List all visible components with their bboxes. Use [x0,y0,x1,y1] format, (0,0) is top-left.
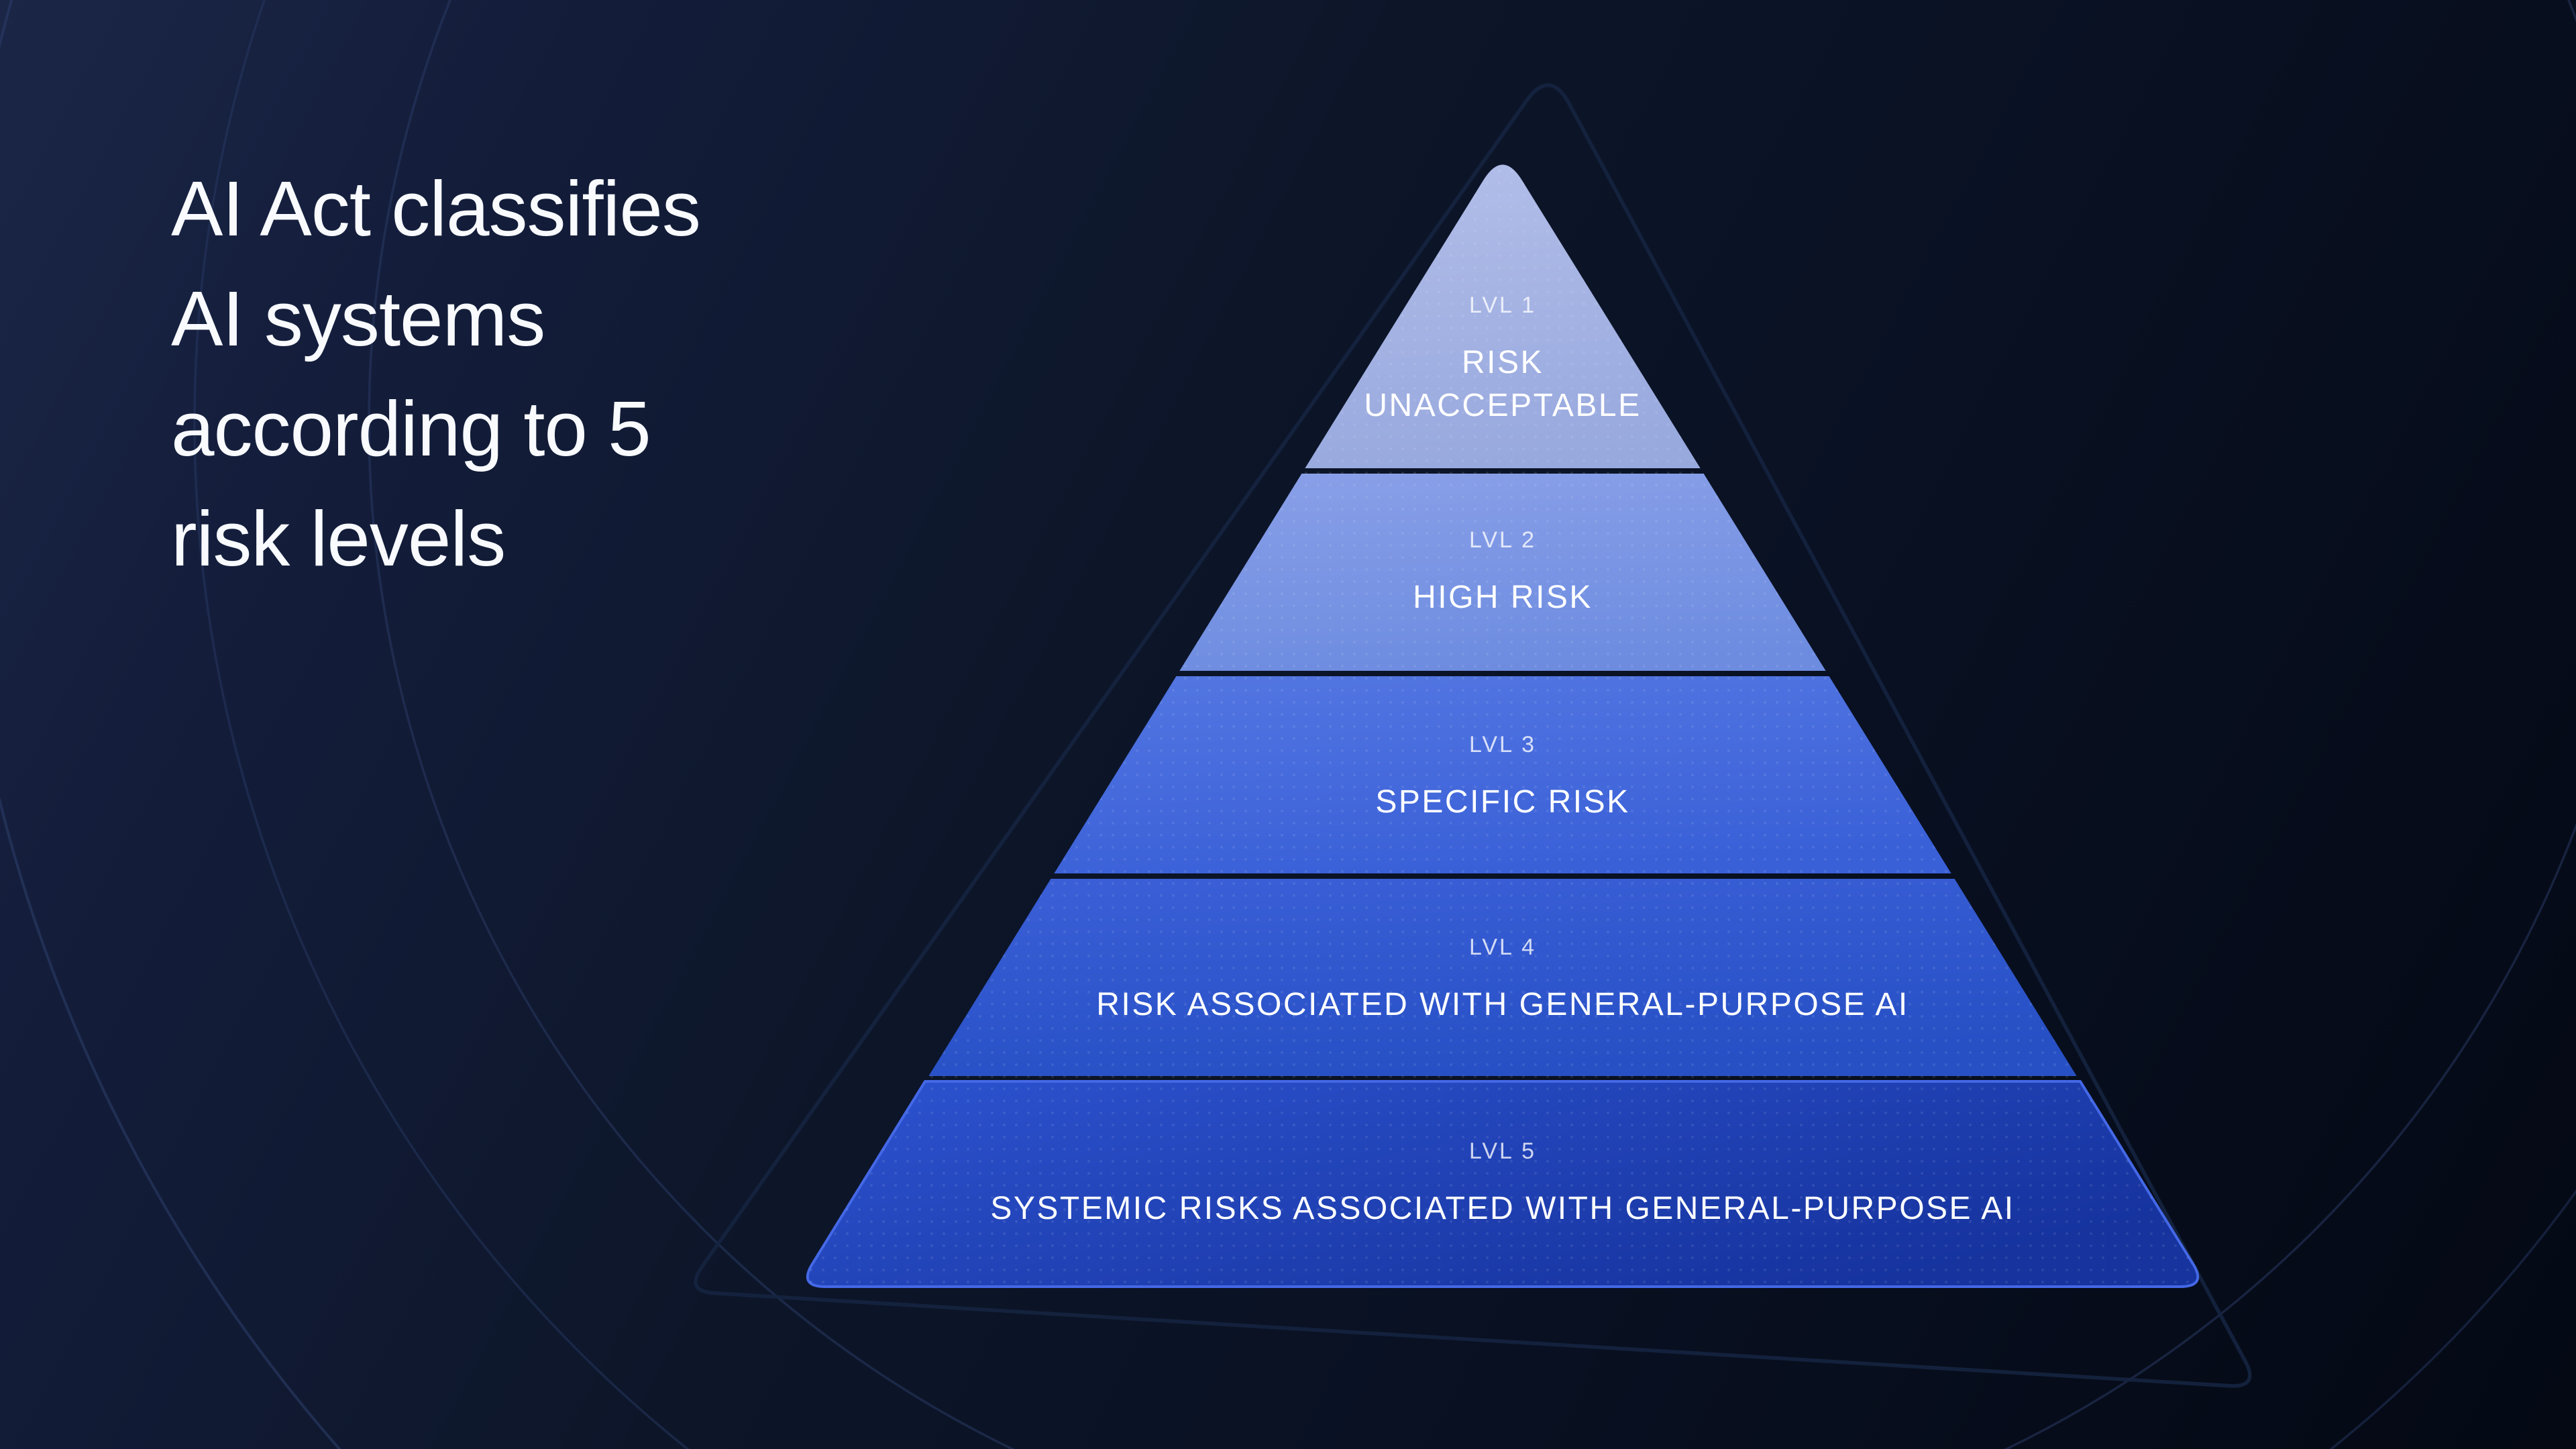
echo-triangle-outline [694,83,2252,1388]
slide-title: AI Act classifies AI systems according t… [171,165,701,582]
pyramid-texture [807,164,2198,1287]
